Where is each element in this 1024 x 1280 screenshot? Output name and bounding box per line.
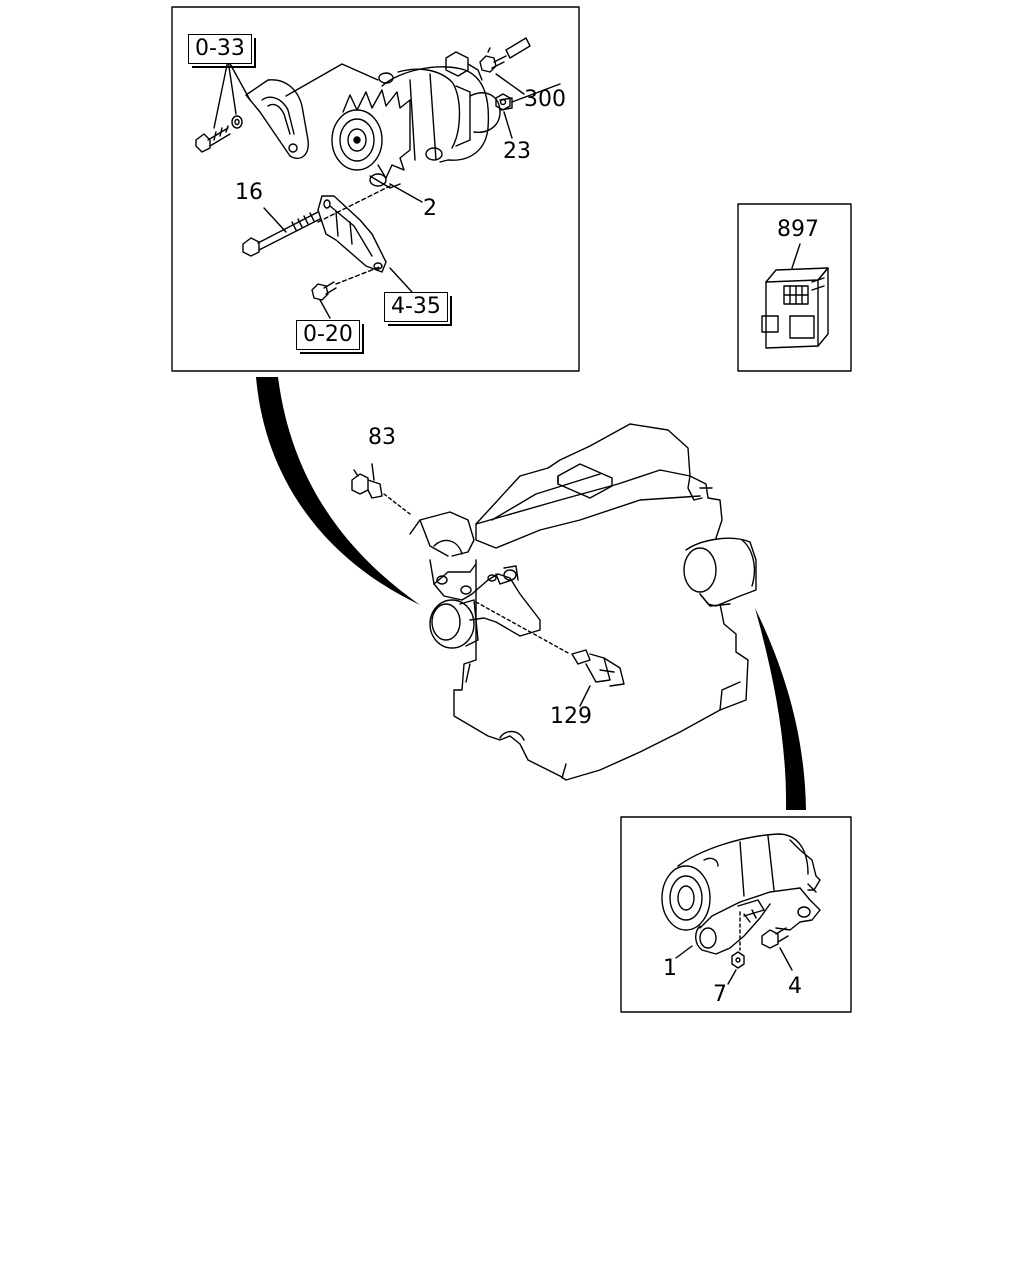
bolt-0-20-icon <box>311 281 337 301</box>
alternator-leaders <box>213 59 561 319</box>
callout-300: 300 <box>524 87 566 112</box>
callout-16: 16 <box>235 180 263 205</box>
bolt-0-33-icon <box>195 125 231 153</box>
reference-box-4-35: 4-35 <box>384 292 452 326</box>
starter-nut-7-icon <box>727 951 745 985</box>
callout-4: 4 <box>788 974 802 999</box>
relay-detail-frame <box>737 203 852 372</box>
callout-129: 129 <box>550 704 592 729</box>
starter-motor-icon <box>661 833 821 955</box>
alternator-detail-frame <box>171 6 580 372</box>
adjusting-bracket-icon <box>245 79 309 159</box>
hose-fitting-300-icon <box>479 37 531 73</box>
alternator-icon <box>331 51 513 189</box>
engine-block-icon <box>453 423 749 781</box>
reference-box-0-33: 0-33 <box>188 34 256 68</box>
mounting-bracket-icon <box>317 195 387 273</box>
callout-897: 897 <box>777 217 819 242</box>
starter-detail-frame <box>620 816 852 1013</box>
starter-position-icon <box>683 537 757 607</box>
thermostat-housing-icon <box>409 511 541 649</box>
sensor-129-icon <box>475 601 625 707</box>
reference-box-0-20: 0-20 <box>296 320 364 354</box>
relay-897-icon <box>761 243 829 349</box>
starter-leader-1 <box>675 945 693 959</box>
starter-bolt-4-icon <box>761 927 793 971</box>
callout-7: 7 <box>713 982 727 1007</box>
callout-1: 1 <box>663 956 677 981</box>
callout-23: 23 <box>503 139 531 164</box>
bracket-leader <box>285 63 379 97</box>
long-bolt-16-icon <box>242 211 321 257</box>
nut-23-icon <box>495 93 511 111</box>
alternator-connector-arc <box>256 377 420 605</box>
starter-connector-arc <box>755 608 806 810</box>
callout-2: 2 <box>423 196 437 221</box>
temperature-sensor-83-icon <box>351 463 411 515</box>
washer-0-33-icon <box>231 115 243 129</box>
callout-83: 83 <box>368 425 396 450</box>
